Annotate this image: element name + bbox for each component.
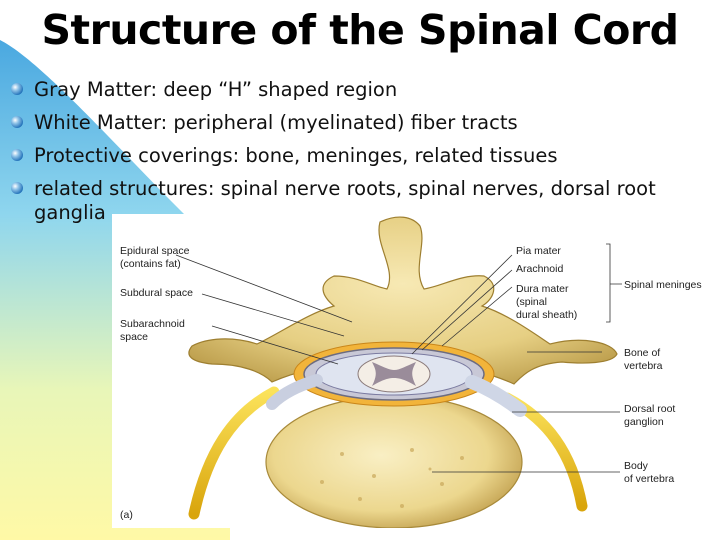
- vertebral-body: [265, 395, 523, 528]
- label-epidural-space-note: (contains fat): [120, 258, 181, 270]
- label-bone-of-vertebra: Bone of: [624, 347, 660, 359]
- spinal-cord-diagram: Epidural space (contains fat) Subdural s…: [112, 214, 720, 528]
- bullet-list: Gray Matter: deep “H” shaped region Whit…: [8, 78, 708, 225]
- bullet-icon: [11, 182, 23, 194]
- label-dura-mater-2: (spinal: [516, 296, 547, 308]
- bullet-icon: [11, 149, 23, 161]
- label-subarachnoid-space: Subarachnoid: [120, 318, 185, 330]
- label-dura-mater-3: dural sheath): [516, 309, 577, 321]
- label-arachnoid: Arachnoid: [516, 263, 563, 275]
- label-subdural-space: Subdural space: [120, 287, 193, 299]
- bullet-item: related structures: spinal nerve roots, …: [8, 177, 708, 225]
- label-body-of-vertebra: Body: [624, 460, 649, 472]
- dorsal-root-ganglion: [465, 375, 527, 417]
- gray-matter-h: [372, 362, 416, 386]
- spinal-cord-illustration: Epidural space (contains fat) Subdural s…: [112, 214, 720, 528]
- label-epidural-space: Epidural space: [120, 245, 190, 257]
- meninges-bracket: [606, 243, 622, 323]
- label-dorsal-root-ganglion-2: ganglion: [624, 416, 664, 428]
- bullet-icon: [11, 83, 23, 95]
- leader-lines: [175, 254, 620, 473]
- bullet-item: Protective coverings: bone, meninges, re…: [8, 144, 708, 168]
- bullet-item: White Matter: peripheral (myelinated) fi…: [8, 111, 708, 135]
- bullet-text: Protective coverings: bone, meninges, re…: [34, 144, 558, 167]
- slide-title: Structure of the Spinal Cord: [41, 6, 679, 54]
- label-dura-mater: Dura mater: [516, 283, 569, 295]
- label-dorsal-root-ganglion: Dorsal root: [624, 403, 675, 415]
- left-spinal-nerve: [188, 386, 280, 520]
- vertebral-body-texture: [320, 448, 464, 508]
- label-spinal-meninges: Spinal meninges: [624, 279, 702, 291]
- label-subarachnoid-space-2: space: [120, 331, 148, 343]
- label-bone-of-vertebra-2: vertebra: [624, 360, 663, 372]
- bullet-item: Gray Matter: deep “H” shaped region: [8, 78, 708, 102]
- label-pia-mater: Pia mater: [516, 245, 561, 257]
- bullet-text: Gray Matter: deep “H” shaped region: [34, 78, 398, 101]
- bullet-text: related structures: spinal nerve roots, …: [34, 177, 656, 224]
- bullet-icon: [11, 116, 23, 128]
- bullet-text: White Matter: peripheral (myelinated) fi…: [34, 111, 518, 134]
- label-body-of-vertebra-2: of vertebra: [624, 473, 674, 485]
- figure-panel-label: (a): [120, 509, 133, 521]
- left-nerve-root-sheath: [266, 374, 323, 410]
